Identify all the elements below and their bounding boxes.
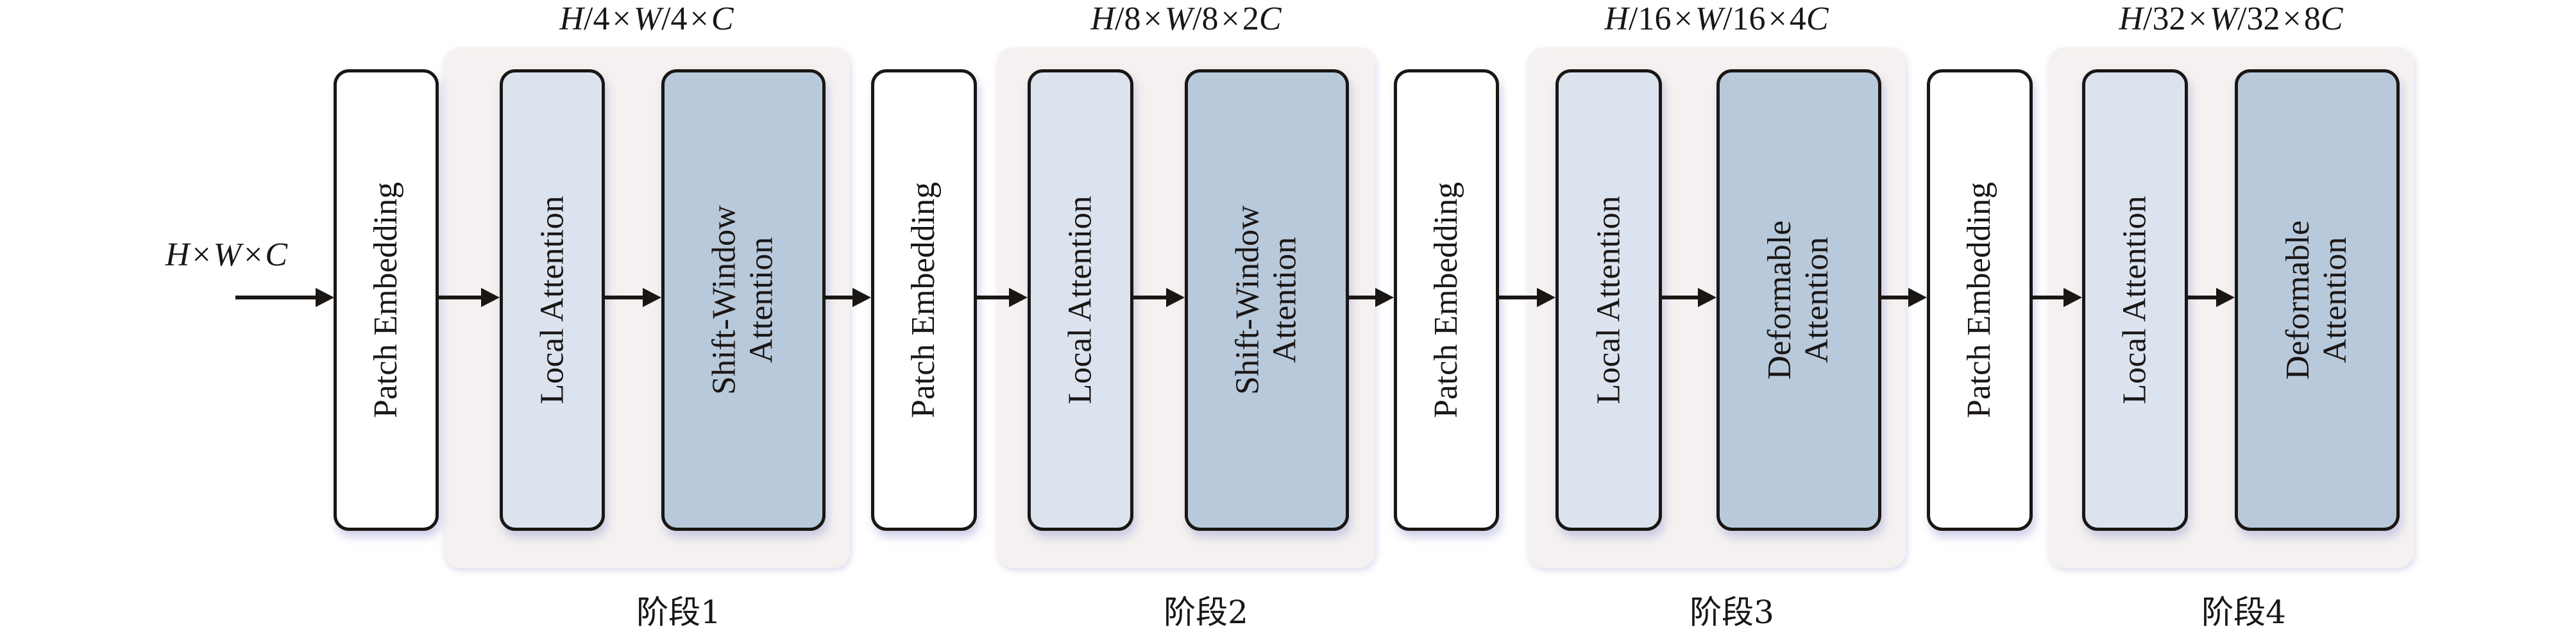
block-label: Patch Embedding bbox=[1961, 181, 1998, 419]
stage-4-dimension-label: H/32×W/32×8C bbox=[2119, 1, 2343, 37]
stage-1-label: 阶段1 bbox=[636, 594, 721, 631]
block-label: Local Attention bbox=[534, 196, 570, 405]
arrow-input-to-stage-1-patch-embedding bbox=[235, 288, 334, 307]
stage-2-local-attention-block: Local Attention bbox=[1028, 69, 1133, 531]
block-label: Patch Embedding bbox=[1428, 181, 1465, 419]
stage-2-patch-embedding-block: Patch Embedding bbox=[871, 69, 977, 531]
stage-3-label: 阶段3 bbox=[1690, 594, 1774, 631]
stage-4-local-attention-block: Local Attention bbox=[2082, 69, 2188, 531]
stage-3-patch-embedding-block: Patch Embedding bbox=[1394, 69, 1499, 531]
stage-2-dimension-label: H/8×W/8×2C bbox=[1090, 1, 1282, 37]
stage-3-dimension-label: H/16×W/16×4C bbox=[1604, 1, 1829, 37]
stage-1-local-attention-block: Local Attention bbox=[500, 69, 605, 531]
block-label: Local Attention bbox=[1590, 196, 1627, 405]
block-label: Patch Embedding bbox=[368, 181, 405, 419]
stage-1-patch-embedding-block: Patch Embedding bbox=[334, 69, 439, 531]
block-label: Local Attention bbox=[2116, 196, 2153, 405]
stage-1-dimension-label: H/4×W/4×C bbox=[559, 1, 734, 37]
block-label: Local Attention bbox=[1062, 196, 1099, 405]
stage-2-label: 阶段2 bbox=[1164, 594, 1248, 631]
stage-3-local-attention-block: Local Attention bbox=[1555, 69, 1662, 531]
block-label: Patch Embedding bbox=[905, 181, 942, 419]
stage-4-label: 阶段4 bbox=[2201, 594, 2286, 631]
input-dimension-label: H×W×C bbox=[165, 237, 288, 273]
stage-4-patch-embedding-block: Patch Embedding bbox=[1927, 69, 2033, 531]
